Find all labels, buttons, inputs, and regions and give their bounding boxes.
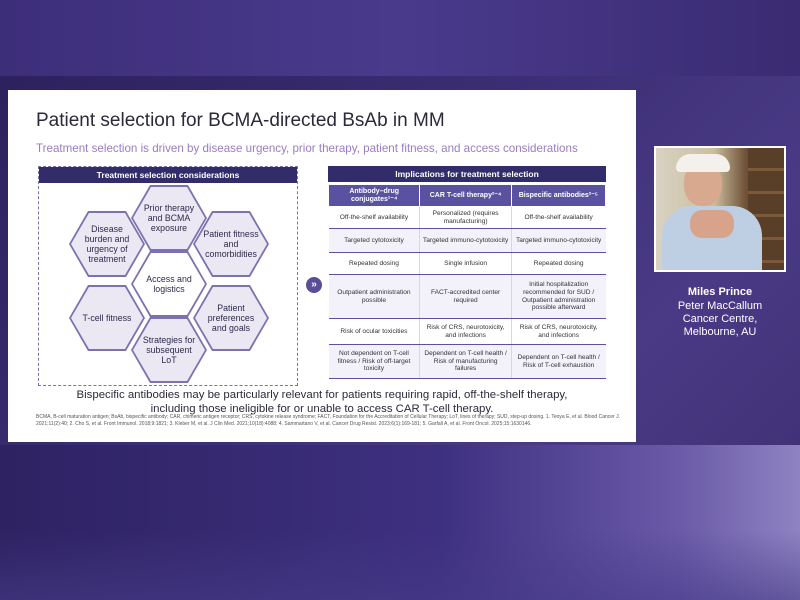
table-cell: Outpatient administration possible xyxy=(328,274,420,319)
affiliation-line: Peter MacCallum xyxy=(677,300,763,312)
hexagon-cluster: Disease burden and urgency of treatment … xyxy=(39,183,297,387)
presentation-slide: Patient selection for BCMA-directed BsAb… xyxy=(8,90,636,442)
table-cell: FACT-accredited center required xyxy=(419,274,512,319)
hex-subsequent-strategies: Strategies for subsequent LoT xyxy=(131,317,207,383)
table-cell: Targeted immuno-cytotoxicity xyxy=(510,228,606,253)
double-chevron-icon: » xyxy=(306,277,322,293)
table-cell: Off-the-shelf availability xyxy=(328,206,420,229)
table-cell: Dependent on T-cell health / Risk of T-c… xyxy=(510,344,606,379)
column-header-car-t: CAR T-cell therapy²⁻⁴ xyxy=(419,184,512,207)
table-row: Repeated dosing Single infusion Repeated… xyxy=(328,252,606,275)
hex-patient-preferences: Patient preferences and goals xyxy=(193,285,269,351)
table-row: Targeted cytotoxicity Targeted immuno-cy… xyxy=(328,228,606,253)
affiliation-line: Melbourne, AU xyxy=(683,326,757,339)
table-cell: Risk of ocular toxicities xyxy=(328,318,420,345)
speaker-name: Miles Prince xyxy=(687,286,753,298)
affiliation-line: Cancer Centre, xyxy=(682,313,758,326)
column-header-bispecific: Bispecific antibodies²⁻⁵ xyxy=(510,184,607,207)
speaker-video xyxy=(654,146,786,272)
hex-prior-therapy: Prior therapy and BCMA exposure xyxy=(131,185,207,251)
considerations-panel: Treatment selection considerations Disea… xyxy=(38,166,298,386)
table-cell: Personalized (requires manufacturing) xyxy=(419,206,512,229)
conclusion-line-2: including those ineligible for or unable… xyxy=(150,403,494,416)
top-band xyxy=(0,0,800,76)
conclusion-text: Bispecific antibodies may be particularl… xyxy=(8,388,636,417)
speaker-affiliation: Peter MacCallum Cancer Centre, Melbourne… xyxy=(650,300,790,340)
table-cell: Targeted immuno-cytotoxicity xyxy=(419,228,512,253)
table-row: Risk of ocular toxicities Risk of CRS, n… xyxy=(328,318,606,345)
table-row: Outpatient administration possible FACT-… xyxy=(328,274,606,319)
table-cell: Risk of CRS, neurotoxicity, and infectio… xyxy=(419,318,512,345)
table-cell: Targeted cytotoxicity xyxy=(328,228,420,253)
column-header-adc: Antibody–drug conjugates¹⁻⁴ xyxy=(327,184,421,207)
implications-header: Implications for treatment selection xyxy=(328,166,606,182)
table-cell: Not dependent on T-cell fitness / Risk o… xyxy=(328,344,420,379)
table-cell: Dependent on T-cell health / Risk of man… xyxy=(419,344,512,379)
speaker-cap xyxy=(676,154,730,172)
considerations-header: Treatment selection considerations xyxy=(39,167,297,183)
table-cell: Repeated dosing xyxy=(510,252,606,275)
table-header-row: Antibody–drug conjugates¹⁻⁴ CAR T-cell t… xyxy=(327,184,607,207)
slide-title: Patient selection for BCMA-directed BsAb… xyxy=(36,110,445,131)
slide-subtitle: Treatment selection is driven by disease… xyxy=(36,142,578,155)
implications-table: Antibody–drug conjugates¹⁻⁴ CAR T-cell t… xyxy=(327,184,607,379)
table-cell: Single infusion xyxy=(419,252,512,275)
table-cell: Off-the-shelf availability xyxy=(510,206,606,229)
table-row: Not dependent on T-cell fitness / Risk o… xyxy=(328,344,606,379)
footnote: BCMA, B-cell maturation antigen; BsAb, b… xyxy=(36,414,620,427)
table-cell: Repeated dosing xyxy=(328,252,420,275)
table-row: Off-the-shelf availability Personalized … xyxy=(328,206,606,229)
hex-access-logistics: Access and logistics xyxy=(131,251,207,317)
implications-panel: Implications for treatment selection Ant… xyxy=(327,166,607,388)
table-cell: Initial hospitalization recommended for … xyxy=(510,274,606,319)
bottom-fade xyxy=(0,530,800,600)
hex-tcell-fitness: T-cell fitness xyxy=(69,285,145,351)
table-cell: Risk of CRS, neurotoxicity, and infectio… xyxy=(510,318,606,345)
speaker-hands xyxy=(690,210,734,238)
conclusion-line-1: Bispecific antibodies may be particularl… xyxy=(76,389,568,401)
